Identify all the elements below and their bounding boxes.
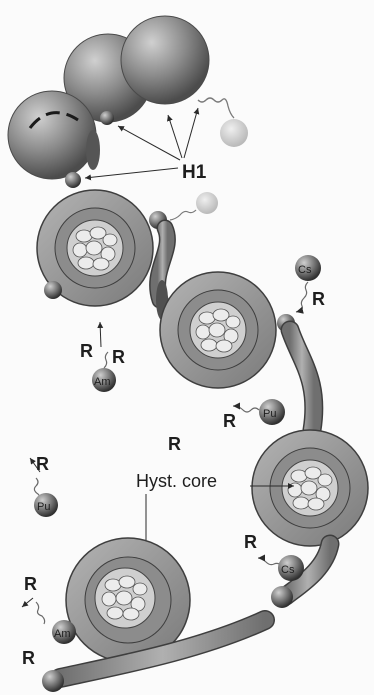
linker-bead (100, 111, 114, 125)
histone-core (282, 460, 338, 516)
linker-bead (271, 586, 293, 608)
radiation-arrow (22, 598, 33, 607)
linker-bead (42, 670, 64, 692)
hyst-core-label: Hyst. core (136, 471, 217, 491)
r-label: R (80, 341, 93, 361)
cs-label: Cs (281, 564, 295, 576)
h1-sphere-cluster (8, 16, 209, 188)
histone-tail (86, 130, 100, 170)
h1-sphere (8, 91, 96, 179)
linker-bead (44, 281, 62, 299)
r-label: R (244, 532, 257, 552)
wavy-radiation-path (198, 98, 234, 118)
h1-label: H1 (182, 162, 207, 183)
radiation-particle (196, 192, 218, 214)
r-label: R (168, 434, 181, 454)
r-label: R (312, 289, 325, 309)
wavy-radiation-path (104, 352, 108, 368)
nucleosome-1 (37, 190, 167, 306)
r-label: R (112, 347, 125, 367)
r-label: R (36, 454, 49, 474)
cs-label: Cs (298, 264, 312, 276)
am-particle-mid: Am (92, 368, 116, 392)
cs-particle-top: Cs (295, 255, 321, 281)
histone-core (67, 220, 123, 276)
r-label: R (22, 648, 35, 668)
h1-sphere (121, 16, 209, 104)
r-label: R (223, 411, 236, 431)
am-label: Am (94, 376, 111, 388)
linker-dna-2 (290, 330, 314, 430)
wavy-radiation-path (36, 602, 45, 624)
wavy-radiation-path (296, 282, 308, 312)
pu-label: Pu (263, 408, 276, 420)
cs-particle-bottom: Cs (278, 555, 304, 581)
histone-core (190, 302, 246, 358)
wavy-radiation-path (258, 558, 282, 566)
nucleosome-2 (160, 272, 295, 388)
wavy-radiation-path (233, 406, 259, 412)
histone-core (95, 568, 155, 628)
radiation-particle (220, 119, 248, 147)
pu-particle-mid: Pu (259, 399, 285, 425)
radiation-arrow (100, 322, 101, 347)
nucleosome-3 (252, 430, 368, 546)
pu-particle-left: Pu (34, 493, 58, 517)
pu-label: Pu (37, 501, 50, 513)
linker-bead (65, 172, 81, 188)
wavy-radiation-path (170, 210, 196, 220)
am-particle-bottom: Am (52, 620, 76, 644)
r-label: R (24, 574, 37, 594)
am-label: Am (54, 628, 71, 640)
